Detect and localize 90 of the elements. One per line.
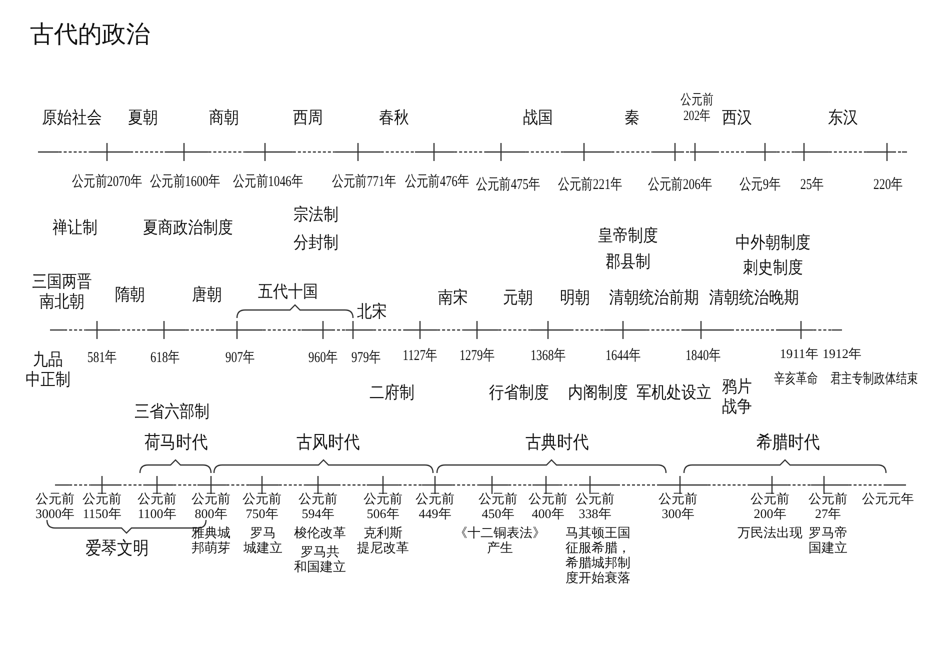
period-label: 古风时代 <box>296 432 360 453</box>
date-label: 1368年 <box>530 348 566 366</box>
period-label: 夏朝 <box>128 108 158 128</box>
date-label: 公元前3000年 <box>36 492 74 522</box>
period-label: 明朝 <box>560 288 590 308</box>
event-label: 罗马共和国建立 <box>294 545 346 575</box>
date-label: 公元前475年 <box>476 177 540 194</box>
date-label: 1911年 <box>780 347 818 362</box>
date-label: 公元前1100年 <box>138 492 176 522</box>
date-label: 公元前449年 <box>416 492 454 522</box>
event-label: 鸦片战争 <box>722 377 752 416</box>
date-label: 公元前300年 <box>658 492 698 522</box>
date-label: 25年 <box>800 177 824 194</box>
event-label: 宗法制 <box>294 205 338 225</box>
date-label: 907年 <box>225 350 255 368</box>
event-label: 马其顿王国征服希腊，希腊城邦制度开始衰落 <box>564 526 632 586</box>
date-label: 1840年 <box>685 348 721 366</box>
date-label: 公元前1600年 <box>150 174 220 192</box>
event-label: 三省六部制 <box>134 402 210 422</box>
event-label: 军机处设立 <box>636 383 712 403</box>
date-label: 公元前476年 <box>404 174 470 192</box>
event-label: 分封制 <box>294 233 338 253</box>
event-label: 克利斯提尼改革 <box>357 526 409 556</box>
period-label: 元朝 <box>503 288 533 308</box>
period-label: 西周 <box>293 108 323 128</box>
event-label: 内阁制度 <box>568 383 628 403</box>
period-label: 原始社会 <box>42 108 102 128</box>
event-label: 二府制 <box>370 383 414 403</box>
event-label: 万民法出现 <box>738 526 802 541</box>
event-label: 梭伦改革 <box>294 526 346 541</box>
period-label: 清朝统治前期 <box>609 288 699 308</box>
date-label: 公元元年 <box>862 492 914 507</box>
date-label: 公元前1046年 <box>232 174 304 192</box>
date-label: 公元前506年 <box>364 492 402 522</box>
event-label: 罗马帝国建立 <box>808 526 848 556</box>
period-label: 东汉 <box>828 108 858 128</box>
event-label: 《十二铜表法》产生 <box>454 526 546 556</box>
event-label: 中外朝制度 <box>736 233 810 253</box>
date-label: 979年 <box>351 350 381 368</box>
date-label: 公元前2070年 <box>72 174 142 192</box>
event-label: 雅典城邦萌芽 <box>192 526 230 556</box>
period-label: 南宋 <box>438 288 468 308</box>
event-label: 郡县制 <box>606 252 650 272</box>
period-label: 爱琴文明 <box>85 538 149 559</box>
event-label: 刺史制度 <box>743 258 803 278</box>
period-label: 西汉 <box>722 108 752 128</box>
date-label: 960年 <box>308 350 338 368</box>
date-label: 公元前450年 <box>478 492 518 522</box>
event-label: 行省制度 <box>489 383 549 403</box>
period-label: 五代十国 <box>258 282 318 302</box>
period-label: 荷马时代 <box>144 432 208 453</box>
page-title: 古代的政治 <box>30 19 150 50</box>
period-label: 战国 <box>523 108 553 128</box>
date-label: 公元前594年 <box>298 492 338 522</box>
period-label: 春秋 <box>379 108 409 128</box>
date-label: 公元前771年 <box>332 174 396 192</box>
period-label: 古典时代 <box>525 432 589 453</box>
date-label: 1127年 <box>402 348 438 366</box>
period-label: 商朝 <box>209 108 239 128</box>
date-label: 1279年 <box>459 348 495 366</box>
date-label: 公元前206年 <box>648 177 712 194</box>
period-label: 唐朝 <box>192 285 222 305</box>
event-label: 罗马城建立 <box>244 526 282 556</box>
date-label: 公元9年 <box>740 177 780 194</box>
event-label: 夏商政治制度 <box>143 218 233 238</box>
date-label: 618年 <box>150 350 180 368</box>
date-label: 公元前200年 <box>750 492 790 522</box>
date-label: 公元前202年 <box>680 93 714 126</box>
event-label: 皇帝制度 <box>598 226 658 246</box>
period-label: 三国两晋南北朝 <box>32 272 92 312</box>
period-label: 清朝统治晚期 <box>709 288 799 308</box>
date-label: 公元前27年 <box>808 492 848 522</box>
period-label: 希腊时代 <box>756 432 820 453</box>
period-label: 秦 <box>624 108 640 128</box>
date-label: 581年 <box>87 350 117 368</box>
date-label: 公元前338年 <box>576 492 614 522</box>
event-label: 君主专制政体结束 <box>830 372 918 388</box>
date-label: 公元前800年 <box>192 492 230 522</box>
date-label: 公元前1150年 <box>82 492 122 522</box>
period-label: 隋朝 <box>115 285 145 305</box>
date-label: 公元前400年 <box>528 492 568 522</box>
period-label: 北宋 <box>357 302 387 322</box>
date-label: 公元前221年 <box>558 177 622 194</box>
date-label: 220年 <box>873 177 903 194</box>
date-label: 1644年 <box>605 348 641 366</box>
event-label: 禅让制 <box>52 218 98 238</box>
date-label: 1912年 <box>822 347 862 362</box>
event-label: 九品中正制 <box>26 350 70 390</box>
date-label: 公元前750年 <box>242 492 282 522</box>
event-label: 辛亥革命 <box>774 372 818 388</box>
